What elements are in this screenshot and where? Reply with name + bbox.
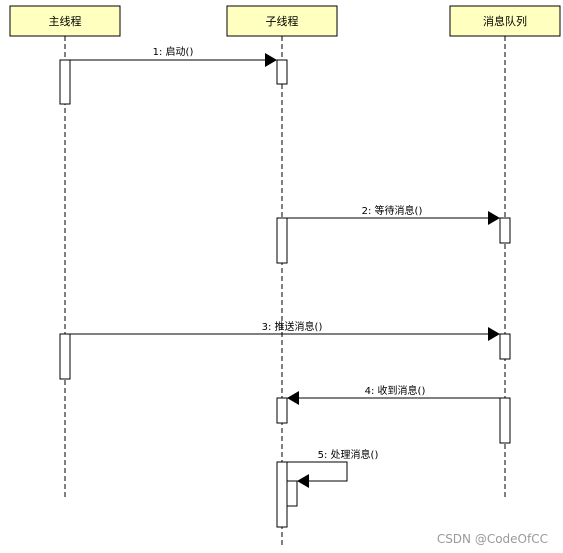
lifeline-label-message-queue: 消息队列 bbox=[483, 14, 527, 28]
message-2-arrow bbox=[287, 211, 500, 225]
message-3-label: 3: 推送消息() bbox=[262, 320, 323, 333]
message-4-arrow bbox=[287, 391, 500, 405]
lifeline-header-main-thread: 主线程 bbox=[9, 5, 121, 37]
activation-bar-queue-1 bbox=[499, 217, 511, 244]
activation-bar-queue-3 bbox=[499, 397, 511, 444]
lifeline-header-child-thread: 子线程 bbox=[226, 5, 338, 37]
lifeline-label-child-thread: 子线程 bbox=[266, 14, 299, 28]
activation-bar-child-2 bbox=[276, 217, 288, 264]
activation-bar-child-1 bbox=[276, 59, 288, 85]
message-4-label: 4: 收到消息() bbox=[365, 384, 426, 397]
message-1-label: 1: 启动() bbox=[153, 45, 194, 58]
activation-bar-queue-2 bbox=[499, 333, 511, 360]
lifeline-label-main-thread: 主线程 bbox=[49, 14, 82, 28]
activation-bar-child-3 bbox=[276, 397, 288, 424]
message-3-arrow bbox=[70, 327, 500, 341]
message-1-arrow bbox=[70, 53, 277, 67]
watermark-text: CSDN @CodeOfCC bbox=[437, 532, 548, 546]
message-5-label: 5: 处理消息() bbox=[318, 448, 379, 461]
activation-bar-child-nested bbox=[286, 480, 298, 507]
activation-bar-main-1 bbox=[59, 59, 71, 105]
activation-bar-child-4 bbox=[276, 461, 288, 528]
message-2-label: 2: 等待消息() bbox=[362, 204, 423, 217]
message-5-arrow bbox=[287, 461, 348, 488]
lifeline-header-message-queue: 消息队列 bbox=[449, 5, 561, 37]
activation-bar-main-2 bbox=[59, 333, 71, 380]
